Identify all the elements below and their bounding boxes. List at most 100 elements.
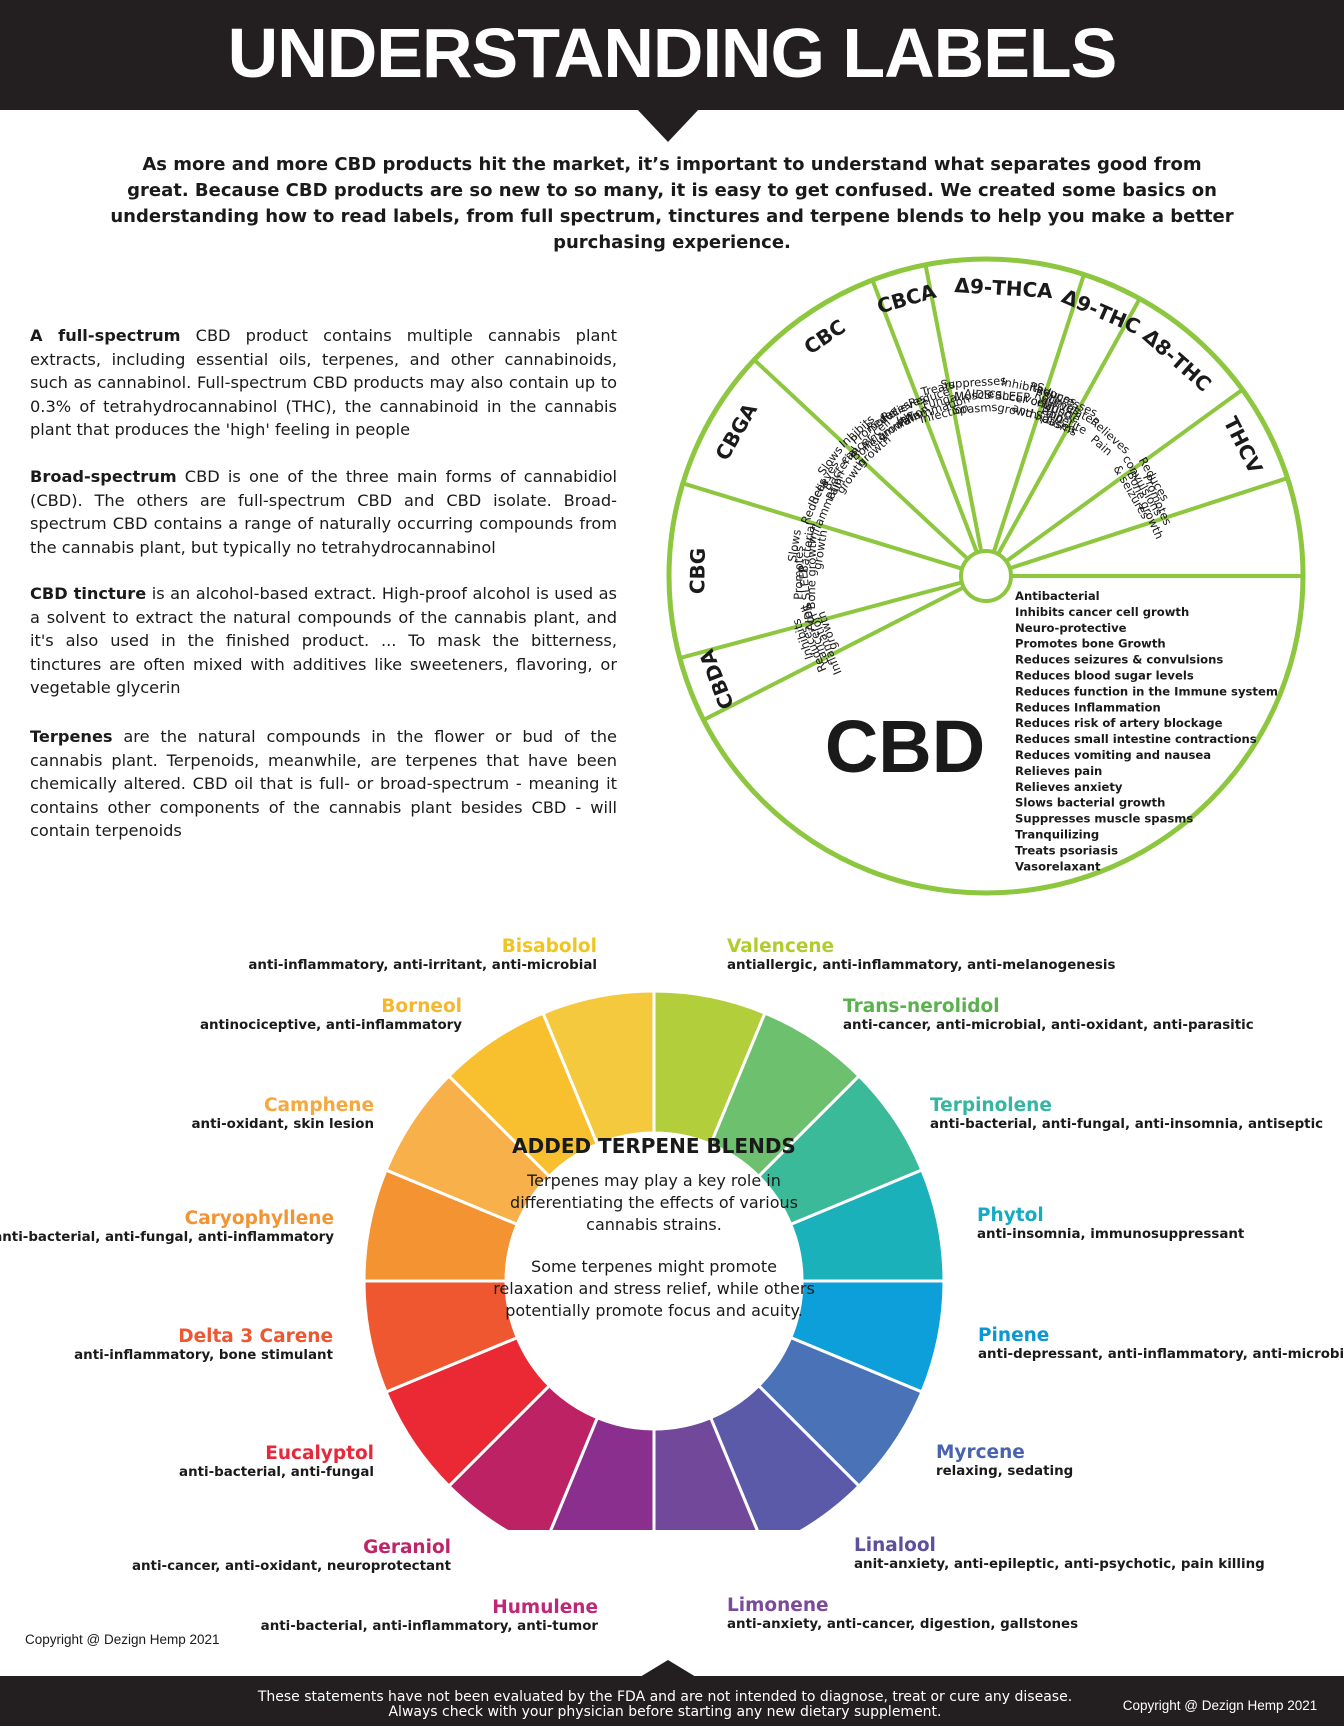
cannabinoid-name: CBDA [694,646,739,713]
terpene-segment-trans-nerolidol [708,1011,862,1179]
page-title: UNDERSTANDING LABELS [227,14,1118,92]
tincture-paragraph: CBD tincture is an alcohol-based extract… [30,582,617,700]
cbd-effect-item: Reduces risk of artery blockage [1015,716,1223,730]
cbd-effect-item: Suppresses muscle spasms [1015,812,1193,826]
terpenes-paragraph: Terpenes are the natural compounds in th… [30,725,617,843]
cannabinoid-name: Δ9-THCA [954,273,1054,303]
cannabinoid-divider [702,585,965,722]
terpene-desc-borneol: antinociceptive, anti-inflammatory [199,1018,462,1033]
terpene-name-caryophyllene: Caryophyllene [184,1208,334,1229]
cbd-effect-item: Reduces Inflammation [1015,700,1161,714]
terpene-desc-humulene: anti-bacterial, anti-inflammatory, anti-… [260,1619,598,1634]
cannabinoid-segment-cbga: CBGAReducesInflammationRelievesPainSlows… [710,399,868,545]
cannabinoid-name: CBC [799,314,849,359]
cbd-effect-item: Relieves pain [1015,764,1102,778]
cannabinoid-divider [1005,388,1244,563]
terpene-desc-caryophyllene: anti-bacterial, anti-fungal, anti-inflam… [0,1230,334,1245]
terpene-desc-delta-3-carene: anti-inflammatory, bone stimulant [74,1348,333,1363]
cbd-effect-item: Vasorelaxant [1015,859,1101,873]
cbd-effect-item: Reduces function in the Immune system [1015,684,1278,698]
terpene-name-geraniol: Geraniol [363,1537,451,1558]
terpene-wheel-center [508,1135,800,1427]
terpene-center-title: ADDED TERPENE BLENDS [512,1134,796,1158]
terpene-name-humulene: Humulene [492,1597,598,1618]
footer-notch [640,1660,696,1677]
tincture-term: CBD tincture [30,584,147,603]
cbd-effect-item: Neuro-protective [1015,621,1127,635]
intro-text: As more and more CBD products hit the ma… [110,154,1234,253]
terpene-segment-eucalyptol [384,1335,552,1489]
terpene-desc-camphene: anti-oxidant, skin lesion [191,1117,374,1132]
cannabinoid-name: CBCA [874,279,939,319]
terpene-segment-myrcene [756,1335,924,1489]
tincture-text: is an alcohol-based extract. High-proof … [30,584,617,697]
terpene-segment-terpinolene [756,1073,924,1227]
cannabinoid-divider [991,273,1086,553]
terpenes-text: are the natural compounds in the flower … [30,727,617,840]
terpene-desc-valencene: antiallergic, anti-inflammatory, anti-me… [727,958,1116,973]
cannabinoid-divider [870,279,979,554]
terpene-name-camphene: Camphene [263,1095,374,1116]
full-spectrum-paragraph: A full-spectrum CBD product contains mul… [30,324,617,442]
terpene-segment-humulene [549,1415,656,1530]
terpene-center-text-2: Some terpenes might promote relaxation a… [493,1257,815,1320]
terpene-center-text-1: Terpenes may play a key role in differen… [510,1171,798,1234]
terpene-name-delta-3-carene: Delta 3 Carene [178,1326,333,1347]
broad-spectrum-paragraph: Broad-spectrum CBD is one of the three m… [30,465,617,559]
terpene-segment-bisabolol [541,989,656,1147]
terpene-desc-eucalyptol: anti-bacterial, anti-fungal [179,1465,374,1480]
terpene-name-bisabolol: Bisabolol [501,936,597,957]
cannabinoid-wheel-rim [666,256,1306,896]
cannabinoid-divider [752,358,970,561]
cannabinoid-effect: PromotesBone growth [791,536,819,609]
cannabinoid-effect: AIDS SLEEP [964,386,1031,404]
cannabinoid-name: THCV [1219,413,1268,478]
cbd-effect-item: Reduces vomiting and nausea [1015,748,1211,762]
terpene-desc-limonene: anti-anxiety, anti-cancer, digestion, ga… [727,1617,1079,1632]
cbd-effect-item: Reduces blood sugar levels [1015,669,1194,683]
terpene-segment-borneol [446,1011,600,1179]
header-bar [0,0,1344,110]
cbd-effect-item: Tranquilizing [1015,828,1099,842]
terpene-desc-myrcene: relaxing, sedating [936,1464,1074,1479]
cannabinoid-effect: SuppressesMuscleSpasms [940,373,1008,417]
cbd-effect-item: Treats psoriasis [1015,843,1118,857]
terpene-name-valencene: Valencene [727,936,835,957]
terpene-segment-caryophyllene [362,1168,520,1283]
terpene-name-eucalyptol: Eucalyptol [265,1443,374,1464]
terpene-desc-trans-nerolidol: anti-cancer, anti-microbial, anti-oxidan… [843,1018,1254,1033]
terpene-name-borneol: Borneol [381,996,462,1017]
terpene-desc-bisabolol: anti-inflammatory, anti-irritant, anti-m… [248,958,597,973]
cbd-effect-item: Reduces small intestine contractions [1015,732,1257,746]
terpene-desc-linalool: anit-anxiety, anti-epileptic, anti-psych… [854,1557,1265,1572]
terpene-segment-camphene [384,1073,552,1227]
terpene-name-myrcene: Myrcene [936,1442,1025,1463]
full-spectrum-term: A full-spectrum [30,326,181,345]
terpene-segment-valencene [652,989,767,1147]
cannabinoid-divider [923,264,984,552]
terpene-wheel [362,989,946,1530]
terpene-name-trans-nerolidol: Trans-nerolidol [843,996,1000,1017]
terpene-desc-terpinolene: anti-bacterial, anti-fungal, anti-insomn… [930,1117,1324,1132]
terpene-segment-delta-3-carene [362,1279,520,1394]
cannabinoid-divider [682,481,963,571]
footer-bar [0,1676,1344,1726]
broad-spectrum-text: CBD is one of the three main forms of ca… [30,467,617,557]
terpene-name-phytol: Phytol [977,1205,1044,1226]
terpene-desc-geraniol: anti-cancer, anti-oxidant, neuroprotecta… [131,1559,451,1574]
terpene-segment-linalool [708,1383,862,1530]
cannabinoid-name: CBG [685,548,710,595]
cbd-effect-item: Slows bacterial growth [1015,796,1165,810]
copyright-left: Copyright @ Dezign Hemp 2021 [25,1632,220,1647]
cbd-effect-item: Inhibits cancer cell growth [1015,605,1189,619]
cbd-effect-item: Relieves anxiety [1015,780,1123,794]
footer-copyright: Copyright @ Dezign Hemp 2021 [1122,1698,1318,1713]
cannabinoid-divider [1009,476,1289,571]
cbd-effect-item: Antibacterial [1015,589,1100,603]
header-notch [636,108,700,142]
